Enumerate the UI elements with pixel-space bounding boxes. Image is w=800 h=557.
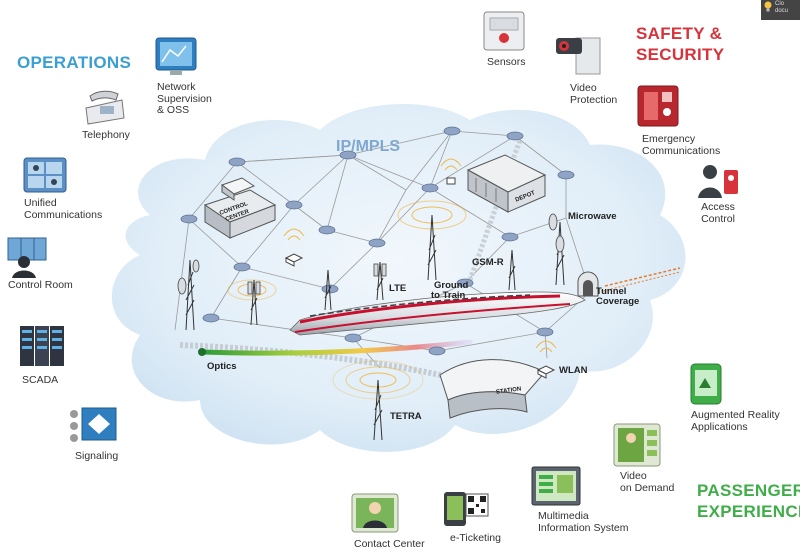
unified-communications-icon (23, 157, 67, 193)
lte-label: LTE (389, 283, 407, 294)
operations-heading: OPERATIONS (17, 53, 132, 72)
radio-towers (185, 214, 565, 441)
high-speed-train (289, 291, 586, 336)
augmented-reality-icon (690, 363, 722, 405)
corner-badge-text-2: docu (775, 8, 789, 14)
scada-label: SCADA (22, 374, 59, 386)
corner-badge-text-1: Clo (775, 1, 785, 7)
e-ticketing-label: e-Ticketing (450, 532, 501, 544)
passenger-experience-heading-1: PASSENGER (697, 481, 800, 500)
wlan-label: WLAN (559, 365, 588, 376)
tunnel-coverage-label-1: Tunnel (596, 286, 627, 297)
antennas (177, 213, 565, 295)
ground-to-train-label-2: to Train (431, 290, 466, 301)
sensors-icon (483, 11, 525, 51)
multimedia-information-icon (531, 466, 581, 506)
emergency-communications-icon (637, 85, 679, 127)
gsmr-label: GSM-R (472, 257, 504, 268)
scada-icon (20, 326, 64, 366)
station-building (439, 359, 546, 419)
ip-mpls-cloud (111, 103, 686, 452)
optics-label: Optics (207, 361, 237, 372)
corner-notification-badge[interactable]: Clo docu (761, 0, 800, 20)
optics-fiber (198, 339, 473, 356)
video-on-demand-icon (613, 423, 661, 467)
lightbulb-icon (764, 1, 772, 12)
telephony-icon (85, 90, 125, 125)
network-links (174, 130, 591, 369)
signaling-label: Signaling (75, 450, 119, 462)
telephony-label: Telephony (82, 129, 130, 141)
contact-center-icon (351, 493, 399, 533)
safety-security-heading-2: SECURITY (636, 45, 725, 64)
control-room-icon (7, 237, 47, 278)
control-room-label: Control Room (8, 279, 73, 291)
microwave-label: Microwave (568, 211, 617, 222)
depot-building (466, 154, 547, 213)
tunnel-coverage-label-2: Coverage (596, 296, 640, 307)
control-center-building (203, 177, 277, 239)
access-control-icon (698, 165, 738, 198)
e-ticketing-icon (444, 492, 489, 526)
safety-security-heading-1: SAFETY & (636, 24, 723, 43)
sensors-label: Sensors (487, 56, 526, 68)
video-protection-icon (556, 37, 601, 75)
contact-center-label: Contact Center (354, 538, 425, 550)
radio-waves (227, 158, 557, 400)
access-points (284, 177, 556, 379)
tetra-label: TETRA (390, 411, 422, 422)
passenger-experience-heading-2: EXPERIENCE (697, 502, 800, 521)
signaling-icon (70, 407, 117, 442)
ground-to-train-label-1: Ground (434, 280, 469, 291)
network-supervision-icon (155, 37, 197, 75)
ip-mpls-title: IP/MPLS (336, 138, 401, 155)
tunnel (577, 271, 599, 297)
